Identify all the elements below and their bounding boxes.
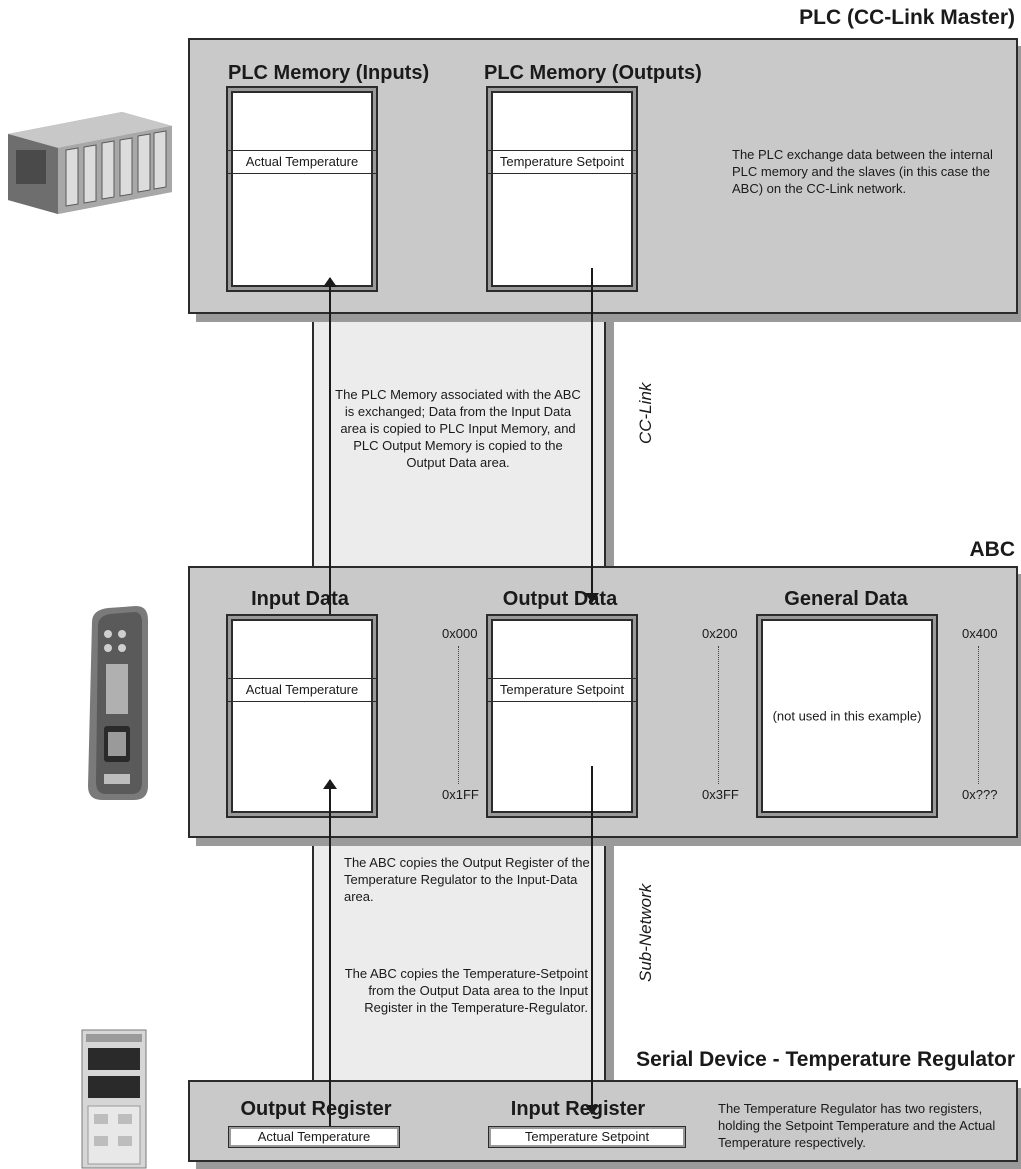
plc-inputs-title: PLC Memory (Inputs) [228, 62, 430, 84]
plc-section-title: PLC (CC-Link Master) [799, 6, 1015, 29]
input-data-addr-dots [458, 646, 459, 784]
plc-inputs-memory: Actual Temperature [226, 86, 378, 292]
subnet-corridor-right-edge [604, 836, 606, 1100]
general-data-addr-end: 0x??? [962, 787, 998, 802]
output-register-box: Actual Temperature [228, 1126, 400, 1148]
plc-outputs-row: Temperature Setpoint [488, 150, 636, 174]
subnet-corridor-left-edge [312, 836, 314, 1100]
plc-inputs-row: Actual Temperature [228, 150, 376, 174]
subnet-corridor-shadow [606, 844, 614, 1100]
plc-device-image [8, 112, 172, 214]
cclink-corridor-left-edge [312, 312, 314, 568]
input-data-addr-end: 0x1FF [442, 787, 479, 802]
subnet-description-lower: The ABC copies the Temperature-Setpoint … [344, 966, 588, 1015]
general-data-memory: (not used in this example) [756, 614, 938, 818]
serial-section-title: Serial Device - Temperature Regulator [636, 1048, 1015, 1071]
plc-outputs-title: PLC Memory (Outputs) [484, 62, 702, 84]
cclink-corridor-shadow [606, 320, 614, 568]
temperature-regulator-image [81, 1029, 147, 1169]
cclink-description: The PLC Memory associated with the ABC i… [335, 387, 581, 470]
general-data-note: (not used in this example) [772, 708, 922, 724]
serial-description: The Temperature Regulator has two regist… [718, 1101, 996, 1150]
input-data-memory: Actual Temperature [226, 614, 378, 818]
output-data-addr-dots [718, 646, 719, 784]
general-data-addr-start: 0x400 [962, 626, 998, 641]
input-data-row: Actual Temperature [228, 678, 376, 702]
output-data-row: Temperature Setpoint [488, 678, 636, 702]
output-data-memory: Temperature Setpoint [486, 614, 638, 818]
general-data-title: General Data [784, 588, 908, 610]
output-register-title: Output Register [240, 1098, 392, 1120]
plc-description: The PLC exchange data between the intern… [732, 147, 993, 196]
input-data-addr-start: 0x000 [442, 626, 478, 641]
input-register-box: Temperature Setpoint [488, 1126, 686, 1148]
output-data-addr-end: 0x3FF [702, 787, 739, 802]
cclink-corridor-right-edge [604, 312, 606, 568]
serial-panel [188, 1080, 1018, 1162]
cclink-corridor [314, 312, 604, 568]
subnet-corridor [314, 836, 604, 1100]
plc-outputs-memory: Temperature Setpoint [486, 86, 638, 292]
output-data-addr-start: 0x200 [702, 626, 738, 641]
input-register-title: Input Register [510, 1098, 646, 1120]
input-data-title: Input Data [251, 588, 349, 610]
general-data-addr-dots [978, 646, 979, 784]
subnet-description-upper: The ABC copies the Output Register of th… [344, 855, 590, 904]
abc-section-title: ABC [969, 538, 1016, 561]
abc-device-image [88, 606, 148, 800]
